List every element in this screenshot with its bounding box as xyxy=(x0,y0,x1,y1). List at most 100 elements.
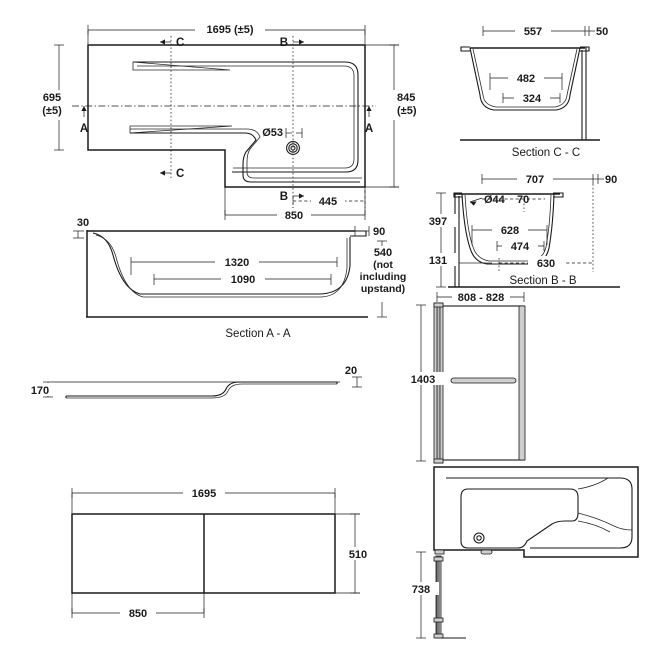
dim-text-bg xyxy=(508,71,544,84)
dim-panel-split: 850 xyxy=(129,608,147,620)
section-c-c: 557 50 482 324 Section C - C xyxy=(460,24,608,159)
sc-left-lip xyxy=(460,46,470,52)
dim-step-position: 850 xyxy=(285,210,303,222)
dim-text-bg xyxy=(277,208,311,221)
dim-text-bg xyxy=(452,290,510,303)
mark-c-bot-label: C xyxy=(176,168,184,180)
dim-waste-offset: 445 xyxy=(319,196,337,208)
plan-inner-rim-upper xyxy=(133,61,359,173)
screenplan-tub xyxy=(460,488,579,549)
dim-sb-inner-upper: 628 xyxy=(501,225,519,237)
dim-left-upstand: 30 xyxy=(77,217,89,229)
dim-screen-width: 808 - 828 xyxy=(458,292,504,304)
profile-panel-bottom xyxy=(66,383,337,399)
sc-profile-right xyxy=(555,47,581,111)
dim-screen-plan-length: 738 xyxy=(412,584,430,596)
dim-sb-outer-width: 707 xyxy=(526,174,544,186)
bath-screen-front-view: 808 - 828 1403 xyxy=(403,290,526,464)
bath-screen-plan-view: 738 xyxy=(403,466,639,639)
dim-sa-note2: including xyxy=(360,271,407,283)
dim-sc-rim-offset: 50 xyxy=(596,26,608,38)
dim-text-bg xyxy=(502,239,538,252)
dim-overall-length: 1695 (±5) xyxy=(206,24,253,36)
dim-right-width: 845 xyxy=(397,92,415,104)
mark-a-right-label: A xyxy=(365,123,373,135)
dim-inner-top: 1320 xyxy=(225,257,249,269)
mark-a-left-label: A xyxy=(80,123,88,135)
plan-taper-lower xyxy=(129,125,233,134)
section-a-a: 30 90 1320 1090 540 (not including upsta… xyxy=(73,217,414,340)
screenplan-inner-rim xyxy=(446,477,633,549)
screenplan-bracket-top xyxy=(433,556,444,562)
dim-text-bg xyxy=(403,582,439,595)
dim-text-bg xyxy=(340,547,376,560)
dim-sa-note3: upstand) xyxy=(361,283,405,295)
screenplan-overflow xyxy=(480,549,493,555)
sb-overflow-arrowhead xyxy=(470,201,477,206)
plan-inner-step2 xyxy=(130,128,362,179)
screenplan-screen-core xyxy=(436,557,440,637)
plan-taper-upper xyxy=(132,61,231,71)
dim-right-rim: 90 xyxy=(373,226,385,238)
dim-text-bg xyxy=(352,246,414,302)
screenplan-taper-top xyxy=(577,477,609,490)
mark-c-bot-arrowhead xyxy=(160,170,165,176)
dim-text-bg xyxy=(517,172,553,185)
section-c-label: Section C - C xyxy=(512,147,580,159)
dim-text-bg xyxy=(403,372,445,385)
screenplan-waste-inner xyxy=(476,535,482,541)
plan-inner-rim-upper2 xyxy=(137,65,355,169)
dim-text-bg xyxy=(420,253,456,266)
dim-sa-note1: (not xyxy=(373,259,393,271)
dim-sc-inner-lower: 324 xyxy=(523,93,542,105)
screen-bottom-cap xyxy=(433,458,444,464)
section-a-label: Section A - A xyxy=(225,328,291,340)
dim-right-width-tol: (±5) xyxy=(397,105,417,117)
dim-screen-height: 1403 xyxy=(411,374,435,386)
screenplan-post xyxy=(434,549,445,555)
dim-text-bg xyxy=(183,486,225,499)
dim-sb-height: 397 xyxy=(429,216,447,228)
profile-section-view: 170 20 xyxy=(26,365,362,399)
dim-text-bg xyxy=(420,214,456,227)
dim-overflow-height: 70 xyxy=(517,194,529,206)
dim-text-bg xyxy=(221,272,265,285)
sb-profile xyxy=(461,193,555,265)
screenplan-bath-outline xyxy=(433,466,639,558)
mark-c-top-label: C xyxy=(176,37,184,49)
dim-text-bg xyxy=(376,90,418,120)
sb-right-lip xyxy=(553,192,564,198)
mark-b-bot-label: B xyxy=(280,191,288,203)
dim-sb-base-height: 131 xyxy=(429,255,447,267)
dim-overflow-diameter: Ø44 xyxy=(484,194,506,206)
dim-panel-length: 1695 xyxy=(192,488,216,500)
screenplan-bracket-mid xyxy=(433,617,444,623)
screen-right-frame xyxy=(518,305,526,461)
dim-text-bg xyxy=(30,90,70,120)
plan-view: 1695 (±5) C B C B 695 (±5) A xyxy=(30,22,418,222)
sb-left-lip xyxy=(453,192,462,198)
sa-bath-profile xyxy=(92,232,351,295)
dim-panel-thickness: 20 xyxy=(345,365,357,377)
dim-text-bg xyxy=(311,194,345,207)
screenplan-waste-outer xyxy=(473,532,485,544)
plan-inner-step xyxy=(130,132,360,183)
dim-text-bg xyxy=(195,22,265,36)
dim-text-bg xyxy=(120,606,156,619)
mark-c-top-arrowhead xyxy=(160,39,165,45)
dim-inner-base: 1090 xyxy=(231,274,255,286)
front-panel-view: 1695 510 850 xyxy=(71,486,376,620)
dim-waste-diameter: Ø53 xyxy=(262,127,283,139)
dim-panel-height: 510 xyxy=(349,549,367,561)
dim-text-bg xyxy=(515,24,551,37)
dim-sa-height: 540 xyxy=(374,247,392,259)
screen-handle xyxy=(450,377,517,384)
dim-text-bg xyxy=(514,91,550,104)
dim-text-bg xyxy=(528,256,564,269)
screenplan-taper-bot2 xyxy=(577,520,611,533)
sc-profile-left2 xyxy=(472,48,578,108)
mark-a-left-arrowhead xyxy=(81,106,87,111)
mark-b-top-arrowhead xyxy=(299,39,304,45)
